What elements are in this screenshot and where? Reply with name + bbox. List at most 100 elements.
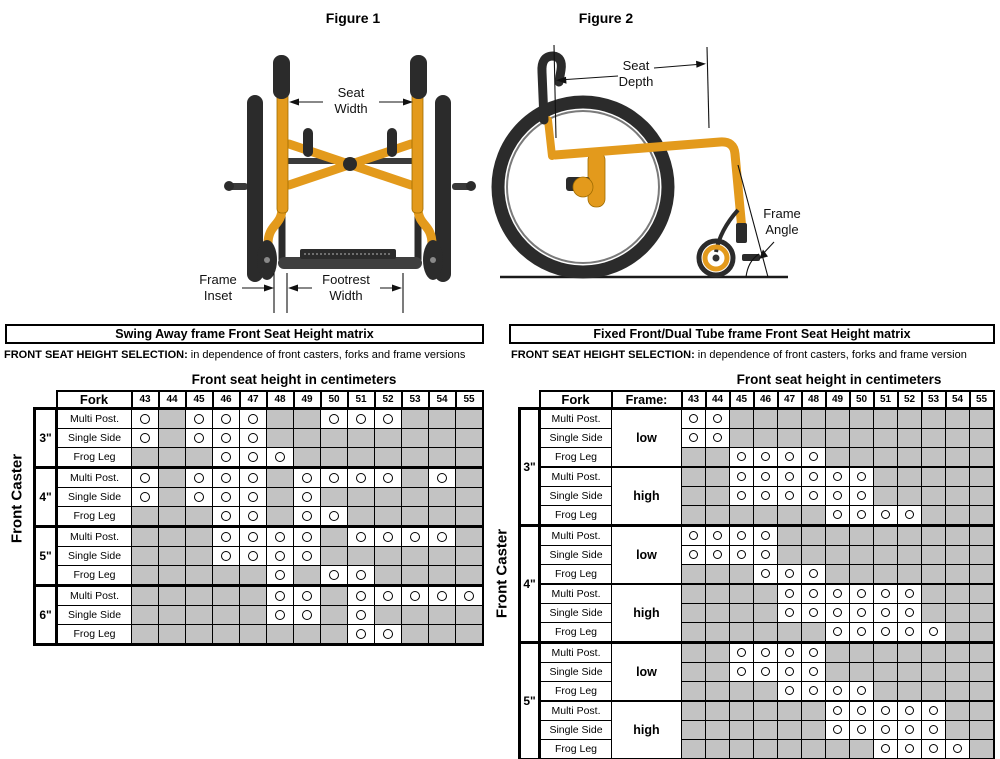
matrix-cell-unavailable [455, 565, 484, 586]
fixed-front-subtitle-rest: in dependence of front casters, forks an… [694, 349, 967, 361]
availability-circle-icon [857, 608, 866, 618]
figure2-title: Figure 2 [578, 10, 634, 26]
matrix-cell-available [266, 565, 294, 586]
availability-circle-icon [761, 452, 770, 462]
matrix-cell-unavailable [131, 584, 159, 606]
matrix-row: 5"Multi Post.low [518, 641, 995, 759]
matrix-cell-available [801, 466, 826, 487]
fixed-front-subtitle: FRONT SEAT HEIGHT SELECTION: in dependen… [511, 349, 967, 361]
matrix-cell-unavailable [428, 565, 456, 586]
fork-type-label: Frog Leg [56, 565, 132, 586]
matrix-cell-unavailable [401, 487, 429, 507]
matrix-cell-unavailable [212, 624, 240, 646]
matrix-cell-available [825, 505, 850, 526]
availability-circle-icon [929, 725, 938, 735]
matrix-cell-unavailable [849, 641, 874, 663]
matrix-cell-unavailable [921, 681, 946, 702]
availability-circle-icon [248, 451, 258, 462]
fork-type-label: Single Side [539, 545, 612, 565]
wheelchair-side-view-illustration [491, 44, 788, 279]
matrix-cell-unavailable [185, 546, 213, 566]
matrix-cell-unavailable [873, 564, 898, 585]
push-handle [537, 51, 566, 125]
matrix-cell-unavailable [320, 624, 348, 646]
fork-type-label: Single Side [56, 605, 132, 625]
matrix-cell-unavailable [753, 428, 778, 448]
matrix-cell-unavailable [239, 624, 267, 646]
availability-circle-icon [410, 531, 420, 542]
availability-circle-icon [833, 589, 842, 599]
availability-circle-icon [221, 510, 231, 521]
matrix-cell-unavailable [158, 407, 186, 429]
matrix-cell-available [320, 565, 348, 586]
header-spacer [35, 391, 57, 409]
frame-inset-label: Frame Inset [199, 272, 237, 303]
fork-column-header: Fork [55, 390, 133, 410]
matrix-cell-unavailable [921, 505, 946, 526]
matrix-cell-unavailable [969, 603, 995, 623]
availability-circle-icon [809, 569, 818, 579]
frame-version-label: low [611, 641, 682, 702]
fork-type-label: Multi Post. [539, 407, 612, 429]
availability-circle-icon [689, 414, 698, 424]
matrix-cell-unavailable [131, 447, 159, 468]
matrix-cell-available [266, 546, 294, 566]
matrix-cell-available [729, 545, 754, 565]
frame-version-label: low [611, 407, 682, 468]
matrix-cell-unavailable [921, 583, 946, 604]
matrix-cell-unavailable [266, 407, 294, 429]
matrix-cell-unavailable [849, 545, 874, 565]
measurement-lines [242, 98, 413, 313]
matrix-cell-unavailable [825, 524, 850, 546]
matrix-cell-unavailable [777, 428, 802, 448]
matrix-cell-available [185, 466, 213, 488]
fork-type-label: Frog Leg [539, 681, 612, 702]
matrix-cell-unavailable [969, 545, 995, 565]
matrix-cell-available [921, 720, 946, 740]
matrix-cell-unavailable [921, 428, 946, 448]
matrix-cell-unavailable [873, 662, 898, 682]
availability-circle-icon [140, 432, 150, 443]
matrix-cell-unavailable [428, 407, 456, 429]
matrix-cell-unavailable [131, 546, 159, 566]
matrix-cell-unavailable [969, 524, 995, 546]
availability-circle-icon [221, 472, 231, 483]
matrix-cell-unavailable [347, 487, 375, 507]
matrix-cell-unavailable [293, 447, 321, 468]
matrix-cell-available [849, 466, 874, 487]
front-caster [696, 208, 760, 278]
frame-side [544, 116, 747, 243]
matrix-cell-unavailable [705, 681, 730, 702]
availability-circle-icon [713, 414, 722, 424]
availability-circle-icon [881, 725, 890, 735]
matrix-cell-available [753, 545, 778, 565]
matrix-cell-unavailable [969, 662, 995, 682]
matrix-cell-unavailable [801, 622, 826, 643]
matrix-cell-available [185, 487, 213, 507]
matrix-cell-available [239, 428, 267, 448]
availability-circle-icon [929, 627, 938, 637]
matrix-cell-available [374, 407, 402, 429]
matrix-cell-unavailable [873, 447, 898, 468]
matrix-cell-unavailable [320, 584, 348, 606]
matrix-cell-unavailable [131, 605, 159, 625]
fixed-front-subtitle-lead: FRONT SEAT HEIGHT SELECTION: [511, 349, 695, 361]
matrix-cell-unavailable [320, 525, 348, 547]
matrix-cell-available [897, 622, 922, 643]
availability-circle-icon [194, 432, 204, 443]
matrix-cell-available [777, 681, 802, 702]
matrix-cell-unavailable [320, 546, 348, 566]
availability-circle-icon [809, 491, 818, 501]
matrix-row: Frog Leg [35, 447, 484, 468]
matrix-cell-unavailable [374, 447, 402, 468]
matrix-cell-unavailable [945, 428, 970, 448]
availability-circle-icon [881, 706, 890, 716]
caster-size-label: 4" [33, 466, 58, 528]
fork-type-label: Multi Post. [56, 584, 132, 606]
matrix-cell-available [777, 447, 802, 468]
availability-circle-icon [761, 667, 770, 677]
matrix-cell-available [293, 584, 321, 606]
matrix-cell-available [873, 700, 898, 721]
availability-circle-icon [437, 472, 447, 483]
matrix-cell-unavailable [969, 681, 995, 702]
